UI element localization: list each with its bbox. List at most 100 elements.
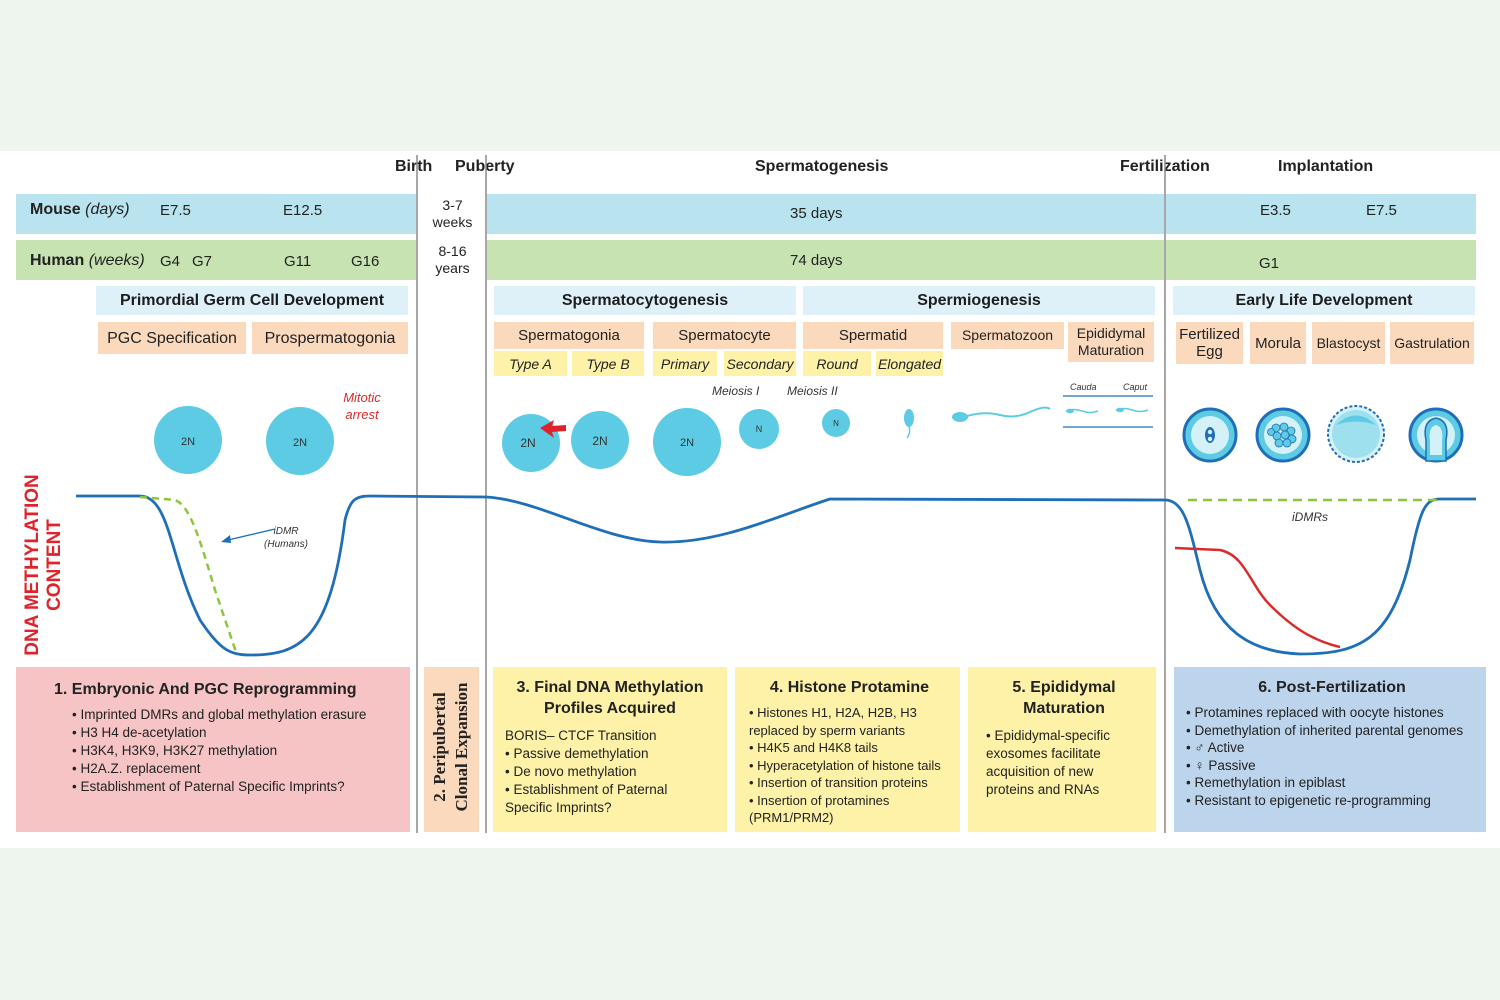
box-6-item: Remethylation in epiblast xyxy=(1186,774,1478,792)
box-6-post-fertilization: 6. Post-Fertilization Protamines replace… xyxy=(1174,667,1486,832)
human-g4: G4 xyxy=(160,253,181,270)
stage-spermatid: Spermatid xyxy=(803,322,943,349)
mouse-e75b: E7.5 xyxy=(1366,202,1397,219)
section-early-life: Early Life Development xyxy=(1173,286,1475,315)
box-3-item: Passive demethylation xyxy=(505,745,715,763)
box-1-embryonic-pgc: 1. Embryonic And PGC Reprogramming Impri… xyxy=(16,667,410,832)
idmr-humans-label: iDMR (Humans) xyxy=(264,526,308,550)
cell-secondary xyxy=(739,409,779,449)
box-6-item: Resistant to epigenetic re-programming xyxy=(1186,792,1478,810)
mitotic-arrest-label: Mitotic arrest xyxy=(343,390,381,422)
stage-pgc-specification: PGC Specification xyxy=(98,322,246,354)
cells-group xyxy=(154,406,850,476)
human-g11: G11 xyxy=(284,253,312,270)
box-2-peripubertal: 2. Peripubertal Clonal Expansion xyxy=(424,667,479,832)
box-4-item: Insertion of protamines (PRM1/PRM2) xyxy=(749,792,950,827)
section-spermatocytogenesis: Spermatocytogenesis xyxy=(494,286,796,315)
methylation-curve xyxy=(76,494,1476,657)
cell-label-4: 2N xyxy=(592,434,607,448)
fertilized-egg-icon xyxy=(1182,407,1238,463)
idmrs-label: iDMRs xyxy=(1292,510,1328,524)
substage-secondary: Secondary xyxy=(724,351,796,376)
morula-icon xyxy=(1255,407,1311,463)
box-4-item: Hyperacetylation of histone tails xyxy=(749,757,950,775)
box-3-final-methylation: 3. Final DNA Methylation Profiles Acquir… xyxy=(493,667,727,832)
idmr-arrow-icon xyxy=(221,528,276,543)
cell-label-3: 2N xyxy=(520,436,535,450)
substage-round: Round xyxy=(803,351,871,376)
human-label: Human (weeks) xyxy=(30,252,145,269)
maternal-red-curve xyxy=(1174,546,1341,649)
mouse-band-puberty xyxy=(419,194,485,234)
box-6-item: Protamines replaced with oocyte histones xyxy=(1186,704,1478,722)
mouse-e125: E12.5 xyxy=(283,202,323,219)
box-4-item: H4K5 and H4K8 tails xyxy=(749,739,950,757)
mouse-label: Mouse (days) xyxy=(30,201,130,218)
box-4-list: Histones H1, H2A, H2B, H3 replaced by sp… xyxy=(749,704,950,827)
stage-blastocyst: Blastocyst xyxy=(1312,322,1385,364)
box-5-title: 5. Epididymal Maturation xyxy=(1012,679,1116,717)
milestone-birth: Birth xyxy=(395,158,433,175)
box-5-item: Epididymal-specific exosomes facilitate … xyxy=(986,727,1142,799)
box-5-epididymal: 5. Epididymal Maturation Epididymal-spec… xyxy=(968,667,1156,832)
blastocyst-icon xyxy=(1327,405,1385,463)
box-3-title: 3. Final DNA Methylation Profiles Acquir… xyxy=(516,679,704,717)
human-band-left xyxy=(16,240,416,280)
box-1-item: H3 H4 de-acetylation xyxy=(72,724,398,742)
box-3-list: BORIS– CTCF Transition Passive demethyla… xyxy=(505,727,715,817)
substage-type-a: Type A xyxy=(494,351,567,376)
milestone-implantation: Implantation xyxy=(1278,158,1374,175)
box-6-title: 6. Post-Fertilization xyxy=(1258,679,1406,696)
box-3-lead: BORIS– CTCF Transition xyxy=(505,728,657,743)
mouse-sperm-days: 35 days xyxy=(790,205,843,222)
epididymis-icon xyxy=(1063,395,1153,428)
box-2-title: 2. Peripubertal Clonal Expansion xyxy=(430,682,471,812)
meiosis-1-label: Meiosis I xyxy=(712,384,760,398)
box-4-title: 4. Histone Protamine xyxy=(769,679,930,696)
box-1-title: 1. Embryonic And PGC Reprogramming xyxy=(54,681,357,698)
box-1-item: Imprinted DMRs and global methylation er… xyxy=(72,706,398,724)
cell-round xyxy=(822,409,850,437)
red-arrow-icon xyxy=(540,420,566,438)
cell-type-b xyxy=(571,411,629,469)
human-band-right xyxy=(1166,240,1476,280)
box-4-item: Insertion of transition proteins xyxy=(749,774,950,792)
cell-pgc-1 xyxy=(154,406,222,474)
stage-spermatogonia: Spermatogonia xyxy=(494,322,644,349)
stage-fertilized-egg: Fertilized Egg xyxy=(1176,322,1243,364)
spermatozoon-icon xyxy=(952,406,1051,422)
box-1-item: Establishment of Paternal Specific Impri… xyxy=(72,778,398,796)
stage-prospermatogonia: Prospermatogonia xyxy=(252,322,408,354)
cauda-label: Cauda xyxy=(1070,382,1097,392)
substage-elongated: Elongated xyxy=(876,351,943,376)
box-5-list: Epididymal-specific exosomes facilitate … xyxy=(986,727,1142,799)
mouse-puberty-weeks: 3-7 weeks xyxy=(432,197,473,230)
mouse-band-right xyxy=(1166,194,1476,234)
mouse-e75: E7.5 xyxy=(160,202,191,219)
box-1-item: H2A.Z. replacement xyxy=(72,760,398,778)
substage-primary: Primary xyxy=(653,351,717,376)
elongated-spermatid-icon xyxy=(904,409,914,439)
box-6-item: ♀ Passive xyxy=(1186,757,1478,775)
stage-spermatozoon: Spermatozoon xyxy=(951,322,1064,349)
box-4-item: Histones H1, H2A, H2B, H3 replaced by sp… xyxy=(749,704,950,739)
human-g7: G7 xyxy=(192,253,213,270)
stage-morula: Morula xyxy=(1250,322,1306,364)
milestone-puberty: Puberty xyxy=(455,158,515,175)
substage-type-b: Type B xyxy=(572,351,644,376)
section-pgc: Primordial Germ Cell Development xyxy=(96,286,408,315)
cell-pgc-2 xyxy=(266,407,334,475)
gastrulation-icon xyxy=(1408,407,1464,463)
cell-label-7: N xyxy=(833,419,839,428)
idmr-humans-dashed-line xyxy=(139,495,239,656)
box-6-item: ♂ Active xyxy=(1186,739,1478,757)
stage-gastrulation: Gastrulation xyxy=(1390,322,1474,364)
mouse-e35: E3.5 xyxy=(1260,202,1291,219)
section-spermiogenesis: Spermiogenesis xyxy=(803,286,1155,315)
milestone-spermatogenesis: Spermatogenesis xyxy=(755,158,889,175)
cell-label-1: 2N xyxy=(181,436,195,448)
human-g1: G1 xyxy=(1259,255,1280,272)
stage-spermatocyte: Spermatocyte xyxy=(653,322,796,349)
cell-label-5: 2N xyxy=(680,437,694,449)
